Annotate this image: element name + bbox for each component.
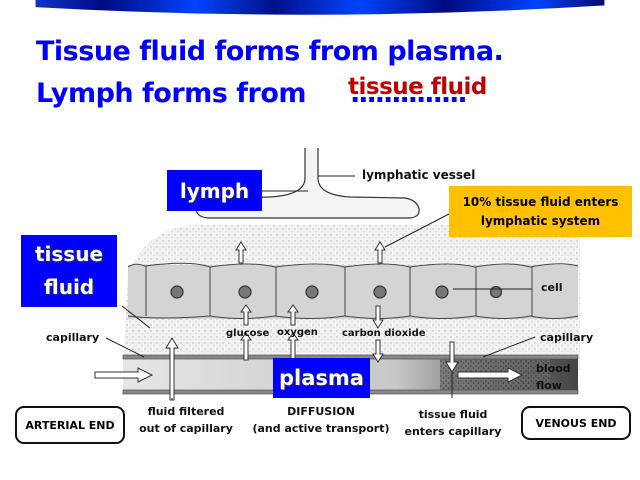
answer-blank-dots: .............. [350,78,468,109]
leader-lines [105,175,536,400]
fluid-filtered-line2: out of capillary [139,422,233,435]
fluid-filtered-line1: fluid filtered [147,405,225,418]
tissue-fluid-enters-line2: enters capillary [404,425,502,438]
tissue-fluid-label-line1: tissue [34,242,104,266]
fluid-filtered-label: fluid filtered out of capillary [136,403,236,437]
tissue-fluid-enters-line1: tissue fluid [418,408,488,421]
top-banner [35,0,605,15]
tissue-fluid-label-line2: fluid [43,275,95,299]
answer-text: tissue fluid [348,74,487,100]
blood-flow-label: blood flow [536,360,571,394]
tissue-fluid-label-box: tissue fluid [21,235,117,307]
carbon-dioxide-label: carbon dioxide [342,328,426,339]
cell-walls [145,266,533,316]
cell-layer [128,265,578,319]
flow-arrows [94,241,524,401]
blood-flow-line2: flow [536,379,562,392]
plasma-label-box: plasma [273,358,370,398]
oxygen-label: oxygen [277,327,318,338]
diffusion-label: DIFFUSION (and active transport) [246,403,396,437]
capillary-right-label: capillary [540,331,594,344]
glucose-label: glucose [226,328,270,339]
diffusion-line1: DIFFUSION [287,405,355,418]
lymph-label-box: lymph [167,170,262,211]
title-line-2: Lymph forms from [36,78,307,109]
title-line-1: Tissue fluid forms from plasma. [36,36,504,67]
lymphatic-callout: 10% tissue fluid enters lymphatic system [449,186,632,237]
lymphatic-vessel-label: lymphatic vessel [362,168,476,182]
callout-line1: 10% tissue fluid enters [462,194,619,209]
arterial-end-box: ARTERIAL END [15,406,125,444]
venous-end-box: VENOUS END [521,406,631,440]
capillary-left-label: capillary [46,331,100,344]
blood-flow-line1: blood [536,362,571,375]
cell-label: cell [541,281,563,294]
tissue-fluid-enters-label: tissue fluid enters capillary [398,406,508,440]
diffusion-line2: (and active transport) [252,422,390,435]
callout-line2: lymphatic system [480,213,601,228]
